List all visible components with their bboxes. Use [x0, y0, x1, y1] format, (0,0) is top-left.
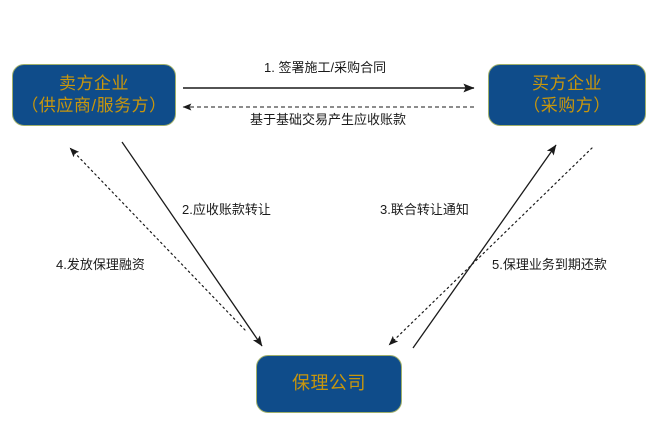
edge-label-repayment: 5.保理业务到期还款	[492, 257, 607, 272]
node-buyer-line2: （采购方）	[523, 96, 611, 115]
edge-assignment-line	[121, 141, 263, 347]
node-buyer-enterprise[interactable]: 买方企业 （采购方）	[488, 64, 646, 126]
edge-label-notice: 3.联合转让通知	[380, 202, 469, 217]
edge-label-assignment: 2.应收账款转让	[182, 202, 271, 217]
edge-financing-line	[69, 147, 246, 331]
node-factoring-company[interactable]: 保理公司	[256, 355, 402, 413]
node-buyer-line1: 买方企业	[532, 74, 602, 94]
edge-label-contract: 1. 签署施工/采购合同	[264, 60, 387, 75]
node-seller-line1: 卖方企业	[59, 74, 129, 94]
edge-repayment-line	[388, 147, 593, 346]
edge-notice-line	[412, 144, 557, 349]
node-factor-line1: 保理公司	[292, 373, 366, 394]
edge-label-financing: 4.发放保理融资	[56, 257, 145, 272]
node-seller-line2: （供应商/服务方）	[21, 96, 167, 115]
node-seller-enterprise[interactable]: 卖方企业 （供应商/服务方）	[12, 64, 176, 126]
edge-label-receivable: 基于基础交易产生应收账款	[250, 112, 407, 127]
